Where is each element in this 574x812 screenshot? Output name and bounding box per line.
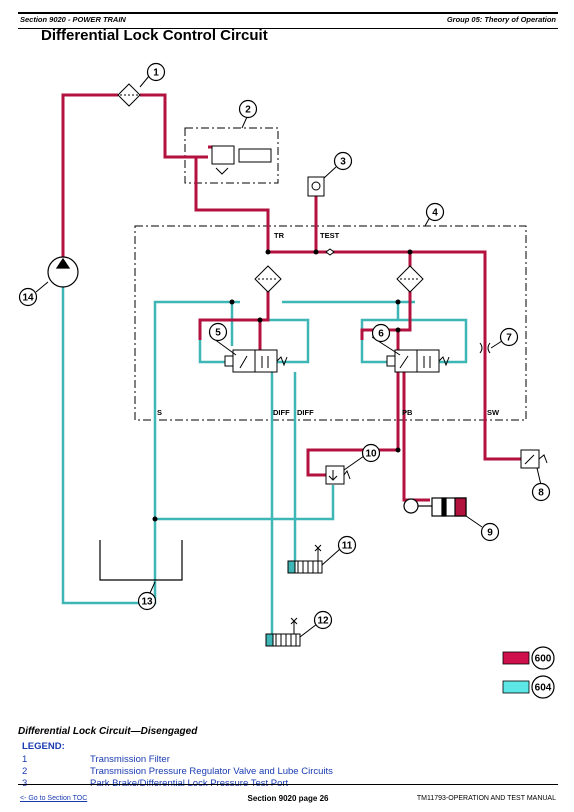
hydraulic-schematic: TR TEST S DIFF DIFF PB SW 12345678910111…	[18, 62, 555, 699]
legend-item: 2 Transmission Pressure Regulator Valve a…	[22, 766, 333, 777]
legend-text: Transmission Filter	[90, 754, 170, 765]
pump-icon	[47, 256, 79, 288]
page-footer: <- Go to Section TOC Section 9020 page 2…	[18, 784, 558, 803]
svg-text:6: 6	[378, 329, 384, 340]
park-brake-cylinder-icon	[403, 497, 467, 517]
svg-text:604: 604	[535, 683, 552, 694]
svg-text:600: 600	[535, 654, 552, 665]
port-label-tr: TR	[274, 231, 285, 240]
svg-text:13: 13	[141, 597, 153, 608]
control-valve-box	[134, 225, 527, 421]
legend-text: Park Brake/Differential Lock Pressure Te…	[90, 778, 289, 789]
legend-text: Transmission Pressure Regulator Valve an…	[90, 766, 333, 777]
test-port-icon	[307, 176, 325, 197]
filter-icon	[254, 265, 282, 293]
port-label-test: TEST	[320, 231, 340, 240]
check-valve-icon	[325, 248, 335, 256]
section-label: Section 9020 - POWER TRAIN	[20, 15, 126, 24]
page-number: Section 9020 page 26	[247, 794, 329, 803]
callout-10: 10	[361, 443, 381, 463]
solenoid-valve-5-icon	[224, 349, 288, 373]
legend-number: 1	[22, 754, 28, 765]
svg-text:9: 9	[487, 528, 493, 539]
legend-number: 2	[22, 766, 28, 777]
svg-text:14: 14	[22, 293, 34, 304]
callout-12: 12	[313, 610, 333, 630]
color-key-item-600: 600	[502, 646, 555, 670]
legend-heading: LEGEND:	[22, 741, 65, 752]
pressure-switch-icon	[520, 449, 548, 469]
color-key-item-604: 604	[502, 675, 555, 699]
port-label-sw: SW	[487, 408, 500, 417]
callout-11: 11	[337, 535, 357, 555]
manual-label: TM11793-OPERATION AND TEST MANUAL	[416, 795, 556, 802]
page-title: Differential Lock Control Circuit	[41, 27, 268, 44]
svg-text:4: 4	[432, 208, 438, 219]
callout-8: 8	[531, 482, 551, 502]
callout-13: 13	[137, 591, 157, 611]
legend-item: 3 Park Brake/Differential Lock Pressure T…	[22, 778, 288, 789]
orifice-icon	[479, 342, 491, 354]
page-header: Section 9020 - POWER TRAIN Group 05: The…	[18, 12, 558, 29]
callout-2: 2	[238, 99, 258, 119]
legend-item: 1 Transmission Filter	[22, 754, 170, 765]
solenoid-valve-6-icon	[386, 349, 450, 373]
callout-1: 1	[146, 62, 166, 82]
svg-text:1: 1	[153, 68, 159, 79]
color-key: 600 604	[502, 646, 555, 699]
diff-lock-cylinder-11-icon	[287, 544, 323, 574]
go-to-section-toc-link[interactable]: <- Go to Section TOC	[20, 795, 88, 802]
port-label-pb: PB	[402, 408, 413, 417]
svg-text:7: 7	[506, 333, 512, 344]
pressure-lines	[61, 93, 523, 502]
callout-6: 6	[371, 323, 391, 343]
port-label-s: S	[157, 408, 162, 417]
svg-text:12: 12	[317, 616, 329, 627]
junction-dots	[152, 249, 413, 522]
return-lines	[61, 287, 468, 640]
svg-text:8: 8	[538, 488, 544, 499]
callout-4: 4	[425, 202, 445, 222]
callout-3: 3	[333, 151, 353, 171]
relief-valve-icon	[325, 465, 351, 485]
figure-caption: Differential Lock Circuit—Disengaged	[18, 726, 198, 737]
port-label-diff-2: DIFF	[297, 408, 314, 417]
legend-number: 3	[22, 778, 28, 789]
diff-lock-cylinder-12-icon	[265, 617, 301, 647]
callout-14: 14	[18, 287, 38, 307]
svg-text:3: 3	[340, 157, 346, 168]
callout-5: 5	[208, 322, 228, 342]
port-label-diff-1: DIFF	[273, 408, 290, 417]
regulator-valve-icon	[211, 145, 272, 175]
callout-7: 7	[499, 327, 519, 347]
group-label: Group 05: Theory of Operation	[446, 15, 556, 24]
callout-9: 9	[480, 522, 500, 542]
svg-text:11: 11	[342, 541, 353, 552]
reservoir-icon	[99, 540, 183, 581]
svg-text:5: 5	[215, 328, 221, 339]
svg-text:10: 10	[365, 449, 377, 460]
filter-icon	[117, 83, 141, 107]
filter-icon	[396, 265, 424, 293]
svg-text:2: 2	[245, 105, 251, 116]
